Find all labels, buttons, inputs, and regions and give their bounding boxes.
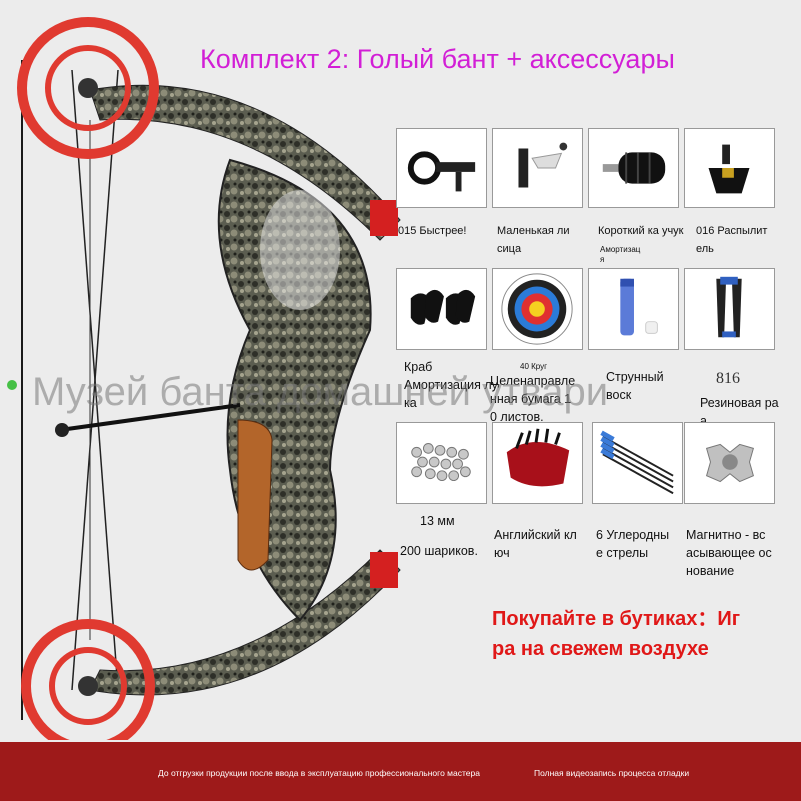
caption-steel-balls: 200 шариков.	[400, 544, 478, 558]
accessory-sight[interactable]	[396, 128, 487, 208]
footer-right-text: Полная видеозапись процесса отладки	[534, 768, 690, 778]
caption-target-paper: Целенаправле нная бумага 1 0 листов.	[490, 374, 576, 424]
caption-steel-balls-top: 13 мм	[420, 514, 455, 528]
footer-banner: До отгрузки продукции после ввода в эксп…	[0, 742, 801, 801]
carbon-arrows-icon	[600, 430, 674, 495]
caption-stabilizer-sub: Амортизац я	[600, 245, 641, 264]
release-aid-icon	[708, 144, 750, 194]
accessory-arrows[interactable]	[592, 422, 683, 504]
accessory-string-wax[interactable]	[588, 268, 679, 350]
caption-arrows: 6 Углеродны е стрелы	[596, 528, 670, 560]
accessory-allen-keys[interactable]	[492, 422, 583, 504]
caption-limb-dampeners: Краб Амортизация лу ка	[404, 360, 498, 410]
caption-release: 016 Распылит ель	[696, 225, 768, 255]
allen-key-set-icon	[506, 428, 570, 487]
accessory-bow-stand[interactable]	[684, 268, 775, 350]
bow-stand-icon	[716, 276, 742, 338]
compound-bow-image	[7, 17, 401, 740]
caption-magnetic-base: Магнитно - вс асывающее ос нование	[686, 528, 772, 578]
caption-bow-stand-code: 816	[716, 370, 740, 387]
caption-stabilizer: Короткий ка учук	[598, 225, 684, 237]
promo-text: Покупайте в бутиках：Иг ра на свежем возд…	[492, 608, 741, 660]
caption-arrow-rest: Маленькая ли сица	[497, 225, 570, 255]
accessory-arrow-rest[interactable]	[492, 128, 583, 208]
accessory-target-paper[interactable]	[492, 268, 583, 350]
magnetic-base-icon	[705, 443, 755, 483]
caption-bow-stand: Резиновая ра а	[700, 396, 779, 428]
steel-balls-icon	[411, 443, 471, 482]
accessory-limb-dampeners[interactable]	[396, 268, 487, 350]
caption-string-wax: Струнный воск	[606, 370, 664, 402]
accessory-steel-balls[interactable]	[396, 422, 487, 504]
accessory-magnetic-base[interactable]	[684, 422, 775, 504]
limb-dampener-icon	[410, 289, 476, 325]
target-face-icon	[501, 273, 573, 345]
page-title: Комплект 2: Голый бант + аксессуары	[200, 44, 675, 74]
stabilizer-icon	[602, 152, 666, 184]
caption-sight: 015 Быстрее!	[398, 225, 467, 237]
watermark-text: Музей банта домашней утвари	[32, 370, 609, 414]
arrow-rest-icon	[518, 142, 568, 188]
bow-sight-icon	[407, 151, 476, 192]
footer-left-text: До отгрузки продукции после ввода в эксп…	[158, 768, 480, 778]
accessory-stabilizer[interactable]	[588, 128, 679, 208]
caption-target-paper-top: 40 Круг	[520, 362, 548, 371]
string-wax-icon	[620, 278, 658, 336]
accessory-release[interactable]	[684, 128, 775, 208]
caption-allen-keys: Английский кл юч	[494, 528, 577, 560]
